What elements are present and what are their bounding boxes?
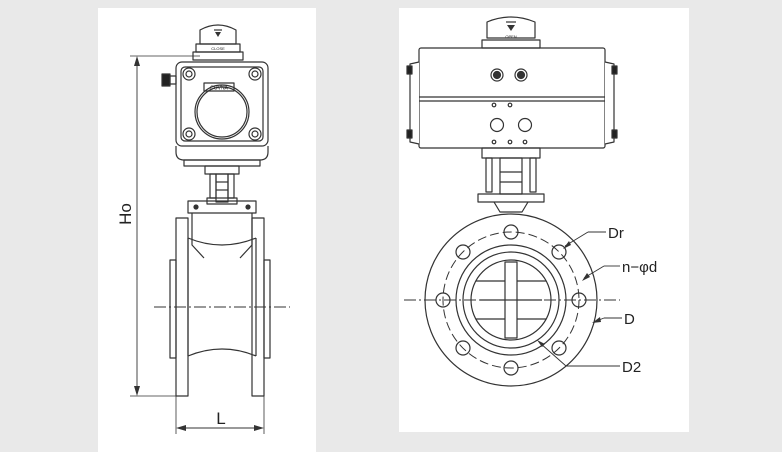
bolt-holes	[435, 224, 587, 376]
ho-label: Ho	[116, 203, 135, 225]
front-bracket	[477, 147, 545, 213]
label-n-phi-d: n−φd	[622, 259, 657, 276]
position-indicator: CLOSE	[192, 24, 244, 61]
l-dimension: L	[175, 396, 265, 434]
ho-dimension: Ho	[116, 55, 200, 397]
label-d2: D2	[622, 359, 641, 376]
label-dr: Dr	[608, 225, 624, 242]
actuator-body: COVNA	[161, 61, 269, 167]
brand-plate	[203, 82, 235, 92]
label-d: D	[624, 311, 635, 328]
side-view-panel	[98, 8, 316, 452]
valve-body-side	[169, 200, 271, 397]
indicator-text: CLOSE	[211, 46, 225, 51]
l-label: L	[216, 409, 225, 428]
front-view: OPEN	[404, 16, 657, 387]
brand-plate-text: COVNA	[210, 86, 228, 92]
front-position-indicator: OPEN	[481, 16, 541, 49]
pneumatic-actuator	[406, 47, 618, 149]
front-indicator-text: OPEN	[505, 34, 516, 39]
leader-lines	[537, 231, 622, 367]
side-view: CLOSE COVNA	[116, 24, 290, 434]
bracket	[193, 165, 251, 210]
